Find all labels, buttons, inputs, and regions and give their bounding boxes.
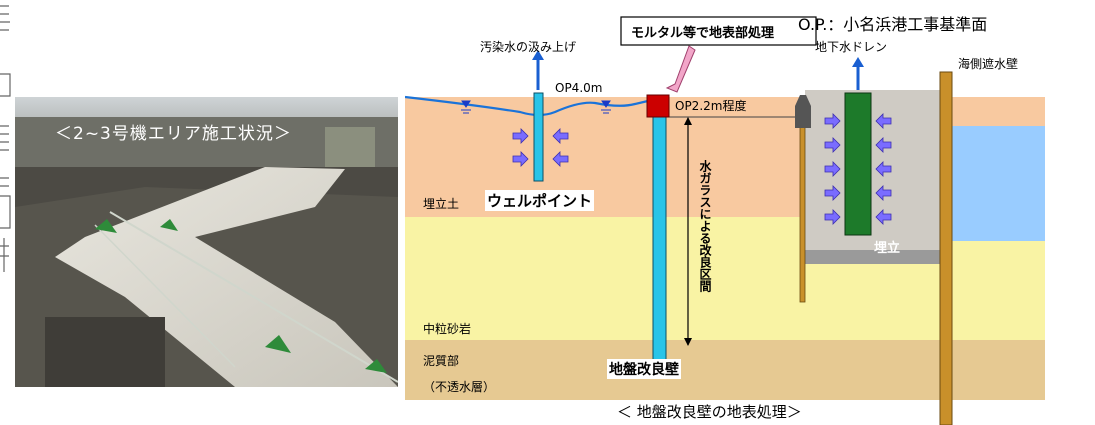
- groundwater-drain: [844, 92, 872, 236]
- left-edge-cutoff-marks: [0, 5, 11, 272]
- wellpoint-label: ウェルポイント: [485, 190, 595, 211]
- mudstone-layer: [405, 340, 1045, 400]
- mudstone-label: 泥質部: [423, 354, 460, 368]
- sandstone-label: 中粒砂岩: [423, 322, 472, 336]
- wellpoint-pipe: [533, 92, 544, 182]
- improvement-zone-label: 水ガラスによる改良区間: [698, 160, 712, 292]
- diagram-caption: ＜ 地盤改良壁の地表処理＞: [617, 403, 802, 421]
- seawall-label: 海側遮水壁: [958, 57, 1019, 71]
- photo-caption: ＜2~3号機エリア施工状況＞: [55, 124, 292, 144]
- drain-inflow-arrows: [824, 113, 892, 225]
- groundwater-line: [405, 95, 653, 117]
- seaside-impermeable-wall: [939, 71, 953, 425]
- surface-treatment-callout: モルタル等で地表部処理: [631, 26, 775, 41]
- cross-section-diagram: モルタル等で地表部処理 O.P.：小名浜港工事基準面 汚染水の汲み上げ OP4.…: [405, 0, 1095, 425]
- surface-cap: [646, 94, 670, 118]
- drain-label: 地下水ドレン: [815, 40, 888, 54]
- datum-label: O.P.：小名浜港工事基準面: [798, 15, 988, 34]
- construction-photo: ＜2~3号機エリア施工状況＞: [15, 97, 398, 387]
- construction-site-image: [15, 97, 398, 387]
- backfill-base: [805, 250, 940, 264]
- backfill-label: 埋立: [874, 241, 901, 256]
- ground-improvement-wall: [652, 116, 667, 373]
- wellpoint-inflow-arrows: [512, 128, 569, 167]
- cross-section-drawing: [405, 16, 1045, 425]
- sheet-pile: [799, 104, 806, 303]
- reclaimed-soil-label: 埋立土: [423, 197, 460, 211]
- callout-pointer: [665, 45, 696, 93]
- op22-label: OP2.2m程度: [675, 99, 747, 113]
- op40-label: OP4.0m: [555, 81, 603, 95]
- wall-label: 地盤改良壁: [607, 359, 681, 379]
- pile-hammer-icon: [795, 95, 811, 128]
- pumping-label: 汚染水の汲み上げ: [480, 40, 577, 54]
- callout-box: [620, 16, 817, 46]
- sea-water: [952, 126, 1045, 241]
- impermeable-layer-label: （不透水層）: [423, 380, 496, 394]
